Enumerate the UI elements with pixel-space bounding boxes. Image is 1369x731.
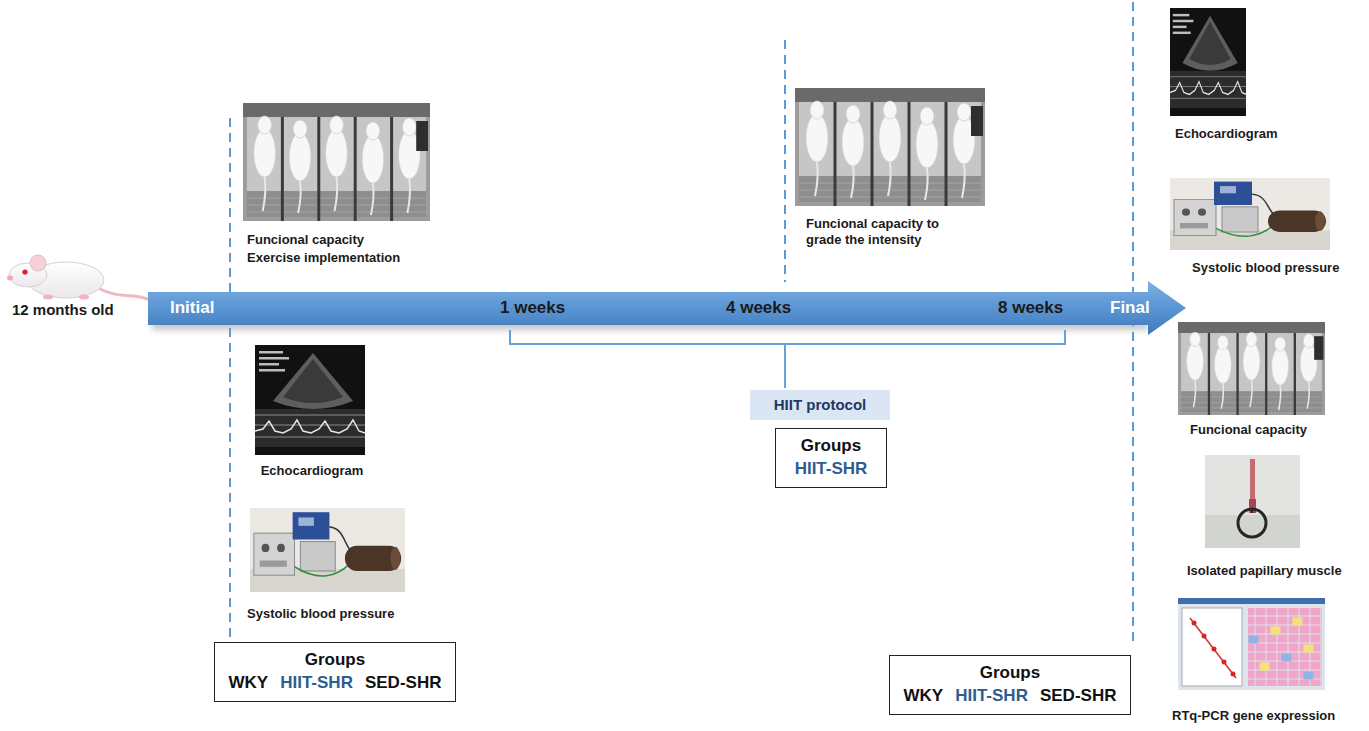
echocardiogram-photo <box>255 345 365 455</box>
photo-caption: Isolated papillary muscle <box>1187 563 1342 579</box>
group-row: WKY HIIT-SHR SED-SHR <box>229 672 442 695</box>
timeline-label: 1 weeks <box>500 298 565 318</box>
age-label: 12 months old <box>12 301 114 319</box>
box-heading: Groups <box>229 649 442 672</box>
timeline-label: 4 weeks <box>726 298 791 318</box>
blood-pressure-photo <box>1170 178 1330 250</box>
photo-caption: Funcional capacity to grade the intensit… <box>806 216 942 247</box>
box-heading: HIIT protocol <box>762 395 878 415</box>
photo-caption: Exercise implementation <box>247 250 400 266</box>
group-name: HIIT-SHR <box>955 685 1028 708</box>
group-box: GroupsWKY HIIT-SHR SED-SHR <box>889 655 1132 715</box>
photo-caption: RTq-PCR gene expression <box>1172 708 1335 724</box>
group-row: HIIT-SHR <box>790 458 872 481</box>
treadmill-photo <box>1178 322 1325 415</box>
group-name: SED-SHR <box>365 672 442 695</box>
papillary-muscle-photo <box>1205 455 1300 548</box>
photo-caption: Echocardiogram <box>1175 126 1278 142</box>
photo-caption: Systolic blood pressure <box>1192 260 1339 276</box>
photo-caption: Systolic blood pressure <box>247 606 394 622</box>
protocol-box: HIIT protocol <box>750 390 890 420</box>
timeline-label: 8 weeks <box>998 298 1063 318</box>
box-heading: Groups <box>790 435 872 458</box>
timeline-arrow: Initial 1 weeks 4 weeks 8 weeks Final <box>148 278 1188 338</box>
photo-caption: Echocardiogram <box>261 463 364 479</box>
group-name: WKY <box>229 672 269 695</box>
group-box: GroupsHIIT-SHR <box>775 428 887 488</box>
pcr-screen-photo <box>1178 598 1325 690</box>
group-name: HIIT-SHR <box>280 672 353 695</box>
protocol-bracket <box>510 330 1065 388</box>
group-box: GroupsWKY HIIT-SHR SED-SHR <box>214 642 457 702</box>
treadmill-photo <box>243 103 430 221</box>
group-name: SED-SHR <box>1040 685 1117 708</box>
group-row: WKY HIIT-SHR SED-SHR <box>904 685 1117 708</box>
photo-caption: Funcional capacity <box>247 232 364 248</box>
group-name: WKY <box>904 685 944 708</box>
blood-pressure-photo <box>250 508 405 592</box>
timeline-label: Final <box>1110 298 1150 318</box>
rat-icon <box>7 255 150 300</box>
treadmill-photo <box>795 88 985 206</box>
echocardiogram-photo <box>1170 8 1246 116</box>
timeline-label: Initial <box>170 298 214 318</box>
photo-caption: Funcional capacity <box>1190 422 1307 438</box>
group-name: HIIT-SHR <box>795 458 868 481</box>
box-heading: Groups <box>904 662 1117 685</box>
